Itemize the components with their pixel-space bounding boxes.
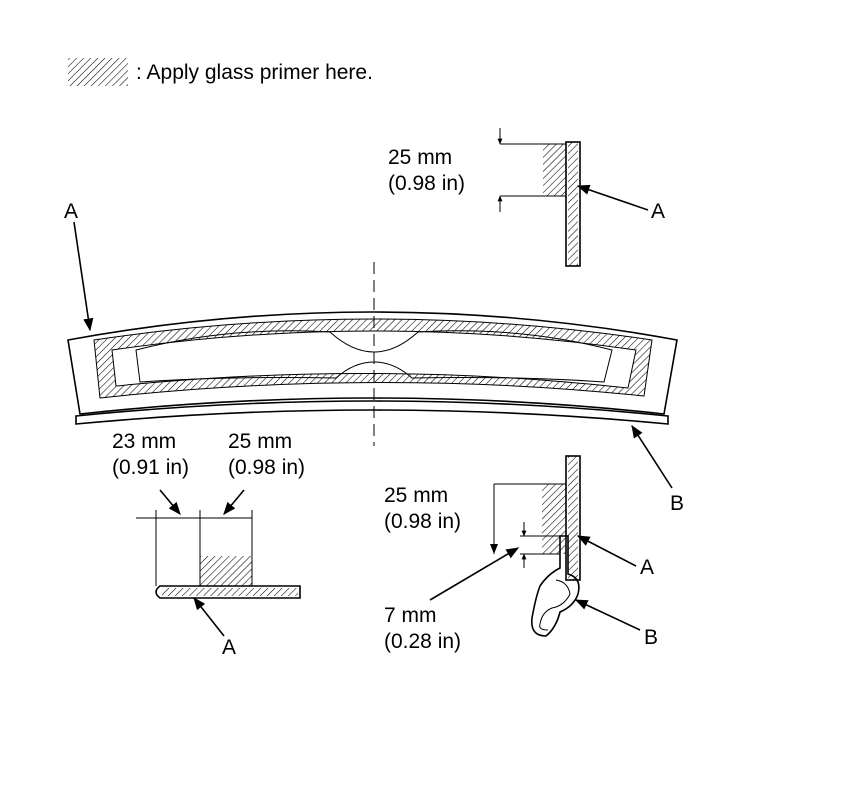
dimension-left2-in: (0.98 in) — [228, 456, 305, 479]
dimension-bottom2-in: (0.28 in) — [384, 630, 461, 653]
callout-b-main: B — [670, 492, 684, 515]
left-section-detail: 23 mm (0.91 in) 25 mm (0.98 in) A — [112, 430, 305, 659]
legend-text: : Apply glass primer here. — [136, 61, 373, 84]
dimension-top-in: (0.98 in) — [388, 172, 465, 195]
dimension-left1-mm: 23 mm — [112, 430, 176, 453]
dimension-left1-in: (0.91 in) — [112, 456, 189, 479]
dimension-bottom1-mm: 25 mm — [384, 484, 448, 507]
primer-band — [200, 556, 252, 586]
dimension-left2-mm: 25 mm — [228, 430, 292, 453]
primer-band — [543, 144, 566, 196]
hatch-swatch-icon — [68, 58, 128, 86]
dimension-top-mm: 25 mm — [388, 146, 452, 169]
dimension-bottom1-in: (0.98 in) — [384, 510, 461, 533]
glass-main-view: A B — [64, 200, 684, 515]
bottom-section-detail: 25 mm (0.98 in) 7 mm (0.28 in) A B — [384, 455, 658, 653]
primer-band-ring — [93, 318, 653, 399]
callout-a-top-right: A — [651, 200, 665, 223]
callout-a-bottom-right: A — [640, 556, 654, 579]
dimension-bottom2-mm: 7 mm — [384, 604, 437, 627]
primer-band — [542, 484, 566, 554]
callout-b-bottom-right: B — [644, 626, 658, 649]
top-section-detail: 25 mm (0.98 in) A — [388, 128, 665, 267]
molding-profile — [530, 535, 580, 637]
callout-a-left: A — [222, 636, 236, 659]
callout-a-main: A — [64, 200, 78, 223]
legend: : Apply glass primer here. — [68, 58, 373, 86]
